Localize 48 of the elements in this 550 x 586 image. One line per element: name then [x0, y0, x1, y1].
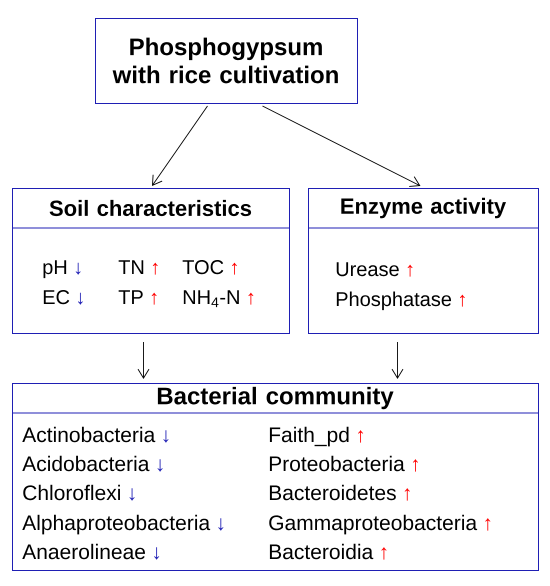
- trend-arrow: ↑: [232, 262, 237, 275]
- trend-arrow: ↑: [408, 264, 412, 277]
- trend-arrow: ↑: [412, 459, 418, 472]
- trend-arrow: ↑: [460, 294, 465, 307]
- trend-arrow: ↑: [248, 292, 254, 305]
- item-text: Acidobacteria: [22, 456, 150, 472]
- arrow: [392, 342, 404, 379]
- heading: Soil characteristics: [50, 200, 252, 216]
- arrow: [138, 342, 150, 379]
- trend-arrow: ↓: [158, 459, 163, 472]
- item-text: Gammaproteobacteria: [269, 514, 478, 534]
- heading: Enzyme activity: [341, 198, 506, 218]
- trend-arrow: ↑: [381, 547, 386, 560]
- item-text: Alphaproteobacteria: [22, 514, 210, 534]
- item-text: Bacteroidetes: [270, 484, 396, 500]
- item-text: TP: [118, 290, 143, 304]
- item-text: TOC: [182, 260, 224, 274]
- trend-arrow: ↑: [404, 488, 410, 501]
- arrow: [262, 106, 420, 187]
- item-text: TN: [118, 260, 144, 274]
- panel: [95, 18, 358, 104]
- trend-arrow: ↑: [485, 518, 490, 531]
- heading: Bacterial community: [158, 386, 394, 410]
- trend-arrow: ↓: [76, 262, 80, 275]
- item-text: Phosphatase: [336, 292, 452, 310]
- trend-arrow: ↓: [218, 518, 224, 531]
- trend-arrow: ↓: [78, 292, 83, 305]
- item-text: Bacteroidia: [270, 544, 374, 560]
- trend-arrow: ↑: [152, 292, 156, 305]
- item-text: Urease: [336, 262, 399, 276]
- arrow: [152, 106, 208, 186]
- item-text: Actinobacteria: [22, 426, 156, 442]
- trend-arrow: ↑: [152, 262, 158, 275]
- trend-arrow: ↑: [358, 430, 364, 443]
- trend-arrow: ↓: [130, 488, 135, 501]
- trend-arrow: ↓: [163, 430, 168, 443]
- panel: [308, 188, 539, 334]
- item-text: pH: [43, 260, 66, 278]
- item-text: Anaerolineae: [22, 544, 145, 560]
- item-text: Chloroflexi: [23, 484, 120, 500]
- item-text: EC: [44, 290, 70, 304]
- panel: [12, 188, 290, 334]
- trend-arrow: ↓: [154, 547, 160, 560]
- item-text: Faith_pd: [270, 426, 349, 446]
- heading: Phosphogypsum with rice cultivation: [112, 38, 338, 84]
- item-text: NH$_{4}$-N: [184, 290, 239, 308]
- item-text: Proteobacteria: [270, 456, 405, 472]
- panel: [12, 383, 539, 571]
